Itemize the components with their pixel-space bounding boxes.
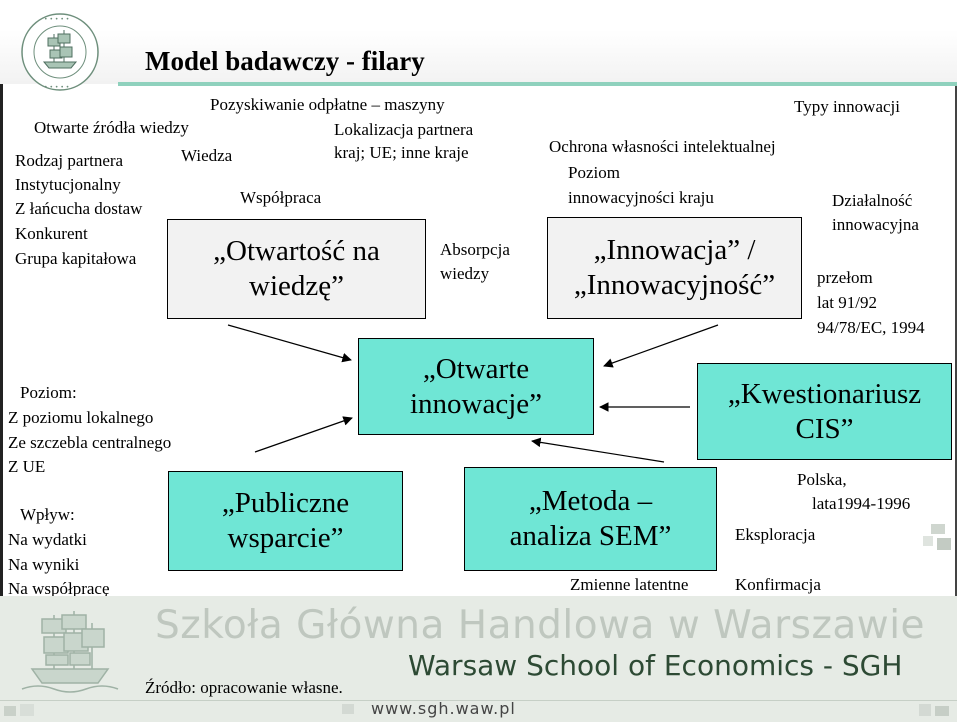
- label-przelom-3: 94/78/EC, 1994: [817, 318, 925, 337]
- label-na-wydatki: Na wydatki: [8, 530, 87, 549]
- label-przelom-2: lat 91/92: [817, 293, 877, 312]
- label-zmienne-latentne: Zmienne latentne: [570, 575, 689, 594]
- sgh-ship-watermark-icon: [21, 611, 119, 693]
- label-rodzaj-partnera: Rodzaj partnera: [15, 151, 124, 170]
- label-eksploracja: Eksploracja: [735, 525, 816, 544]
- label-dzialalnosc-1: Działalność: [832, 191, 913, 210]
- label-poziom-lokalny: Z poziomu lokalnego: [8, 408, 154, 427]
- title-rule: [118, 82, 957, 86]
- decor-pixels-center: [340, 702, 360, 718]
- label-instytucjonalny: Instytucjonalny: [15, 175, 121, 194]
- label-poziom-1: Poziom: [568, 163, 620, 182]
- box-otwartosc-na-wiedze: „Otwartość na wiedzę”: [167, 219, 426, 319]
- label-ochrona: Ochrona własności intelektualnej: [549, 137, 776, 156]
- label-konkurent: Konkurent: [15, 224, 88, 243]
- label-grupa-kapitalowa: Grupa kapitałowa: [15, 249, 137, 268]
- footer-rule: [0, 700, 957, 701]
- label-wspolpraca: Współpraca: [240, 188, 322, 207]
- label-przelom-1: przełom: [817, 268, 873, 287]
- label-polska: Polska,: [797, 470, 847, 489]
- box-otwarte-innowacje: „Otwarte innowacje”: [358, 338, 594, 435]
- decor-pixels-bottom-right: [915, 702, 953, 720]
- label-wplyw: Wpływ:: [20, 505, 75, 524]
- school-name-polish: Szkoła Główna Handlowa w Warszawie: [155, 603, 926, 648]
- label-typy-innowacji: Typy innowacji: [794, 97, 900, 116]
- label-na-wyniki: Na wyniki: [8, 555, 80, 574]
- source-note: Źródło: opracowanie własne.: [145, 678, 343, 697]
- label-absorpcja-1: Absorpcja: [440, 240, 510, 259]
- label-lata: lata1994-1996: [812, 494, 911, 513]
- label-konfirmacja: Konfirmacja: [735, 575, 821, 594]
- label-lancuch-dostaw: Z łańcucha dostaw: [15, 199, 143, 218]
- arrow-metoda-to-center: [531, 437, 665, 463]
- box-publiczne-wsparcie: „Publiczne wsparcie”: [168, 471, 403, 571]
- website-url: www.sgh.waw.pl: [371, 699, 516, 718]
- label-lokalizacja-2: kraj; UE; inne kraje: [334, 143, 469, 162]
- decor-pixels-left: [0, 702, 40, 720]
- label-otwarte-zrodla: Otwarte źródła wiedzy: [34, 118, 189, 137]
- label-z-ue: Z UE: [8, 457, 46, 476]
- slide-title: Model badawczy - filary: [145, 46, 425, 76]
- arrow-publiczne-to-center: [254, 416, 353, 453]
- label-absorpcja-2: wiedzy: [440, 264, 490, 283]
- arrow-otwartosc-to-center: [227, 324, 352, 363]
- box-metoda-sem: „Metoda – analiza SEM”: [464, 467, 717, 571]
- school-name-english: Warsaw School of Economics - SGH: [408, 649, 903, 682]
- label-na-wspolprace: Na współpracę: [8, 579, 110, 598]
- box-kwestionariusz-cis: „Kwestionariusz CIS”: [697, 363, 952, 460]
- label-poziom-2: innowacyjności kraju: [568, 188, 714, 207]
- box-innowacja: „Innowacja” / „Innowacyjność”: [547, 217, 802, 319]
- decor-pixels-right: [923, 524, 953, 552]
- label-wiedza: Wiedza: [181, 146, 233, 165]
- footer-band: [0, 596, 957, 722]
- sgh-ship-seal-icon: • • • • • • • • • •: [21, 13, 99, 91]
- label-lokalizacja-1: Lokalizacja partnera: [334, 120, 474, 139]
- title-bar: [0, 0, 957, 84]
- svg-text:• • • • •: • • • • •: [44, 16, 69, 23]
- label-pozyskiwanie: Pozyskiwanie odpłatne – maszyny: [210, 95, 445, 114]
- arrow-innowacja-to-center: [603, 324, 719, 368]
- label-szczebel-centralny: Ze szczebla centralnego: [8, 433, 172, 452]
- label-poziom-header: Poziom:: [20, 383, 77, 402]
- label-dzialalnosc-2: innowacyjna: [832, 215, 919, 234]
- svg-text:• • • • •: • • • • •: [44, 84, 69, 91]
